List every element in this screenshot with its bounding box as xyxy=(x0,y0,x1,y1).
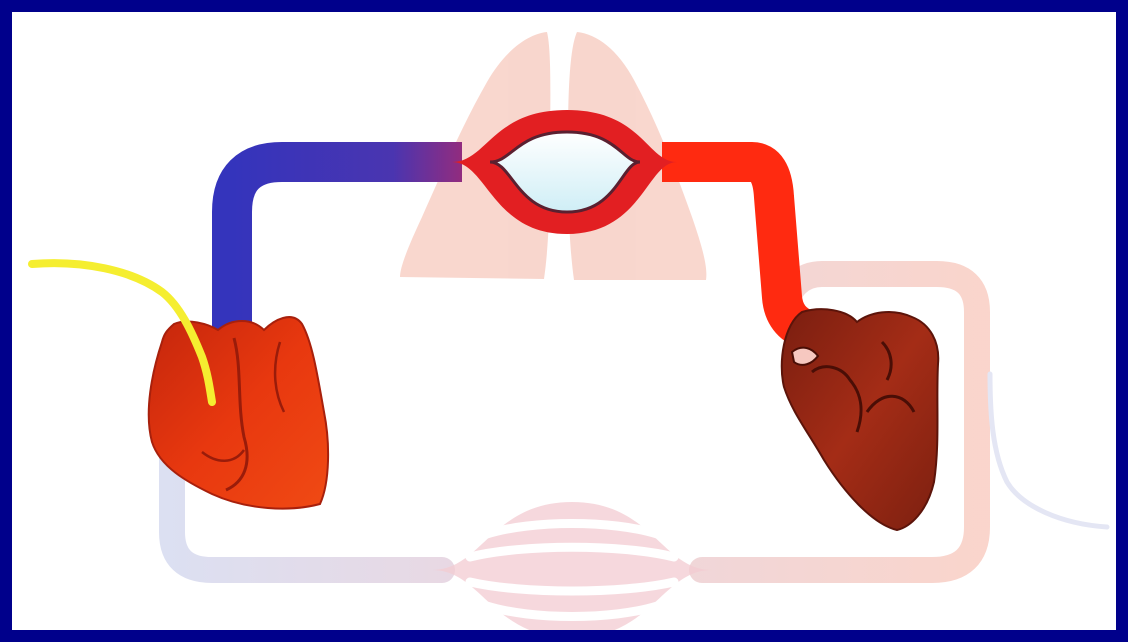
left-heart xyxy=(782,309,939,530)
thin-catheter xyxy=(990,374,1107,527)
diagram-frame xyxy=(12,12,1116,630)
systemic-capillary-bed xyxy=(432,502,712,630)
circulation-diagram xyxy=(12,12,1116,630)
